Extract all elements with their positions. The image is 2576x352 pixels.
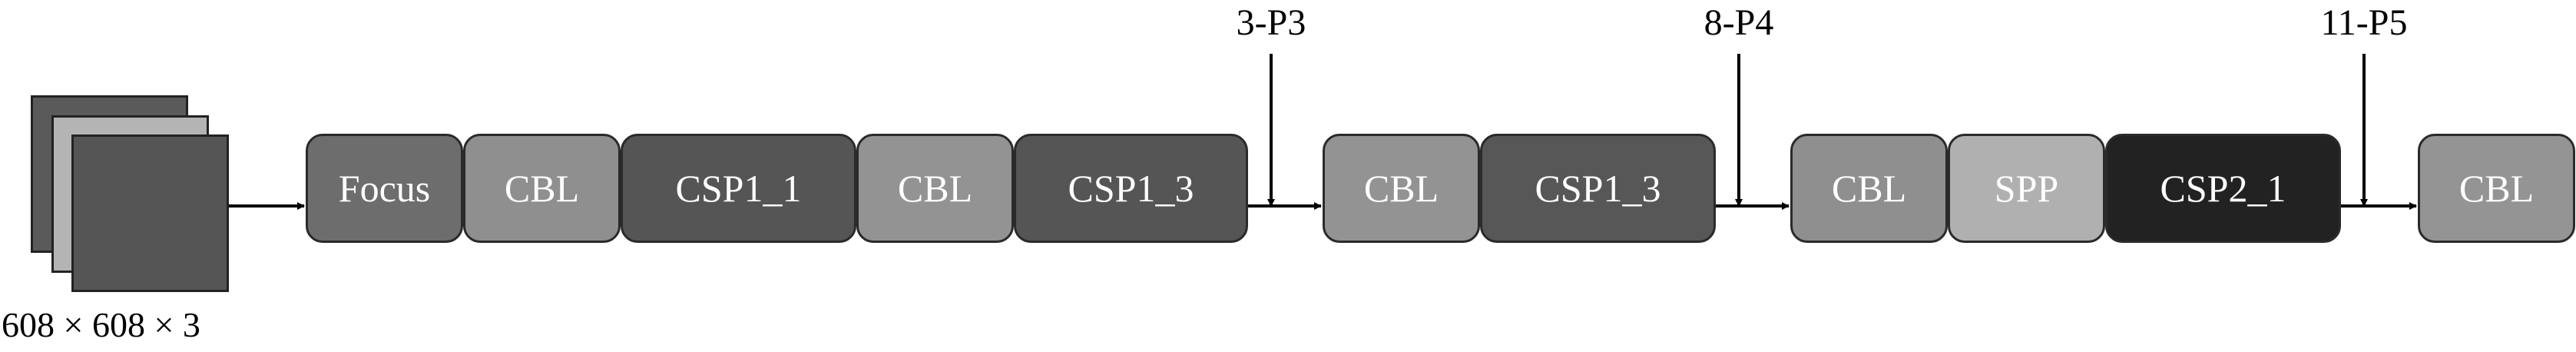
tap-label-2: 8-P4 — [1704, 2, 1774, 43]
block-csp1-3: CSP1_3 — [1014, 134, 1248, 243]
block-cbl: CBL — [1323, 134, 1480, 243]
tap-label-1: 3-P3 — [1236, 2, 1306, 43]
block-cbl: CBL — [1790, 134, 1948, 243]
block-cbl: CBL — [856, 134, 1014, 243]
block-spp: SPP — [1948, 134, 2105, 243]
block-cbl: CBL — [2418, 134, 2575, 243]
block-csp1-3: CSP1_3 — [1480, 134, 1716, 243]
block-cbl: CBL — [463, 134, 621, 243]
block-csp2-1: CSP2_1 — [2105, 134, 2341, 243]
block-csp1-1: CSP1_1 — [621, 134, 856, 243]
block-focus: Focus — [306, 134, 463, 243]
input-layer-front — [71, 134, 229, 292]
input-size-label: 608 × 608 × 3 — [2, 305, 200, 344]
tap-label-3: 11-P5 — [2320, 2, 2408, 43]
